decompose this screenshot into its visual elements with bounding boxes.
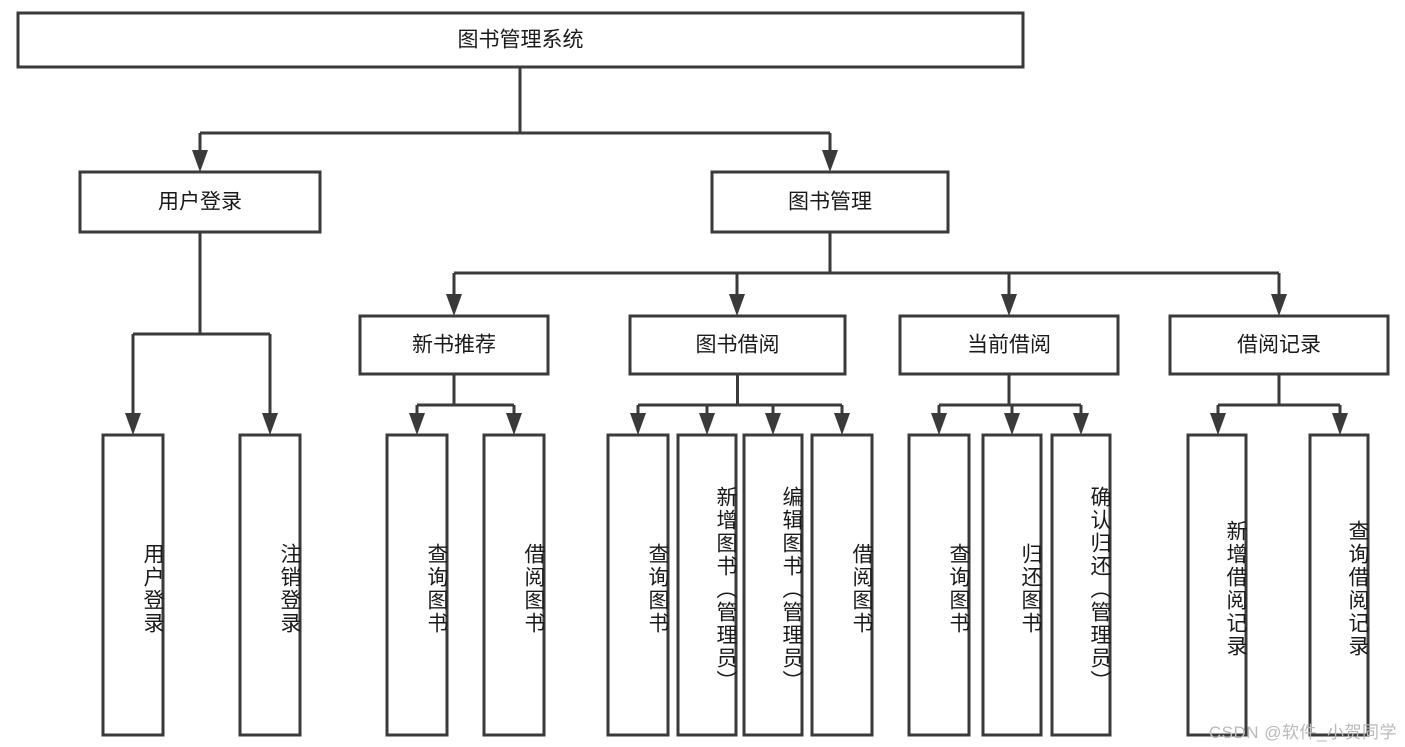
- node-box-borrow-record[interactable]: [1168, 314, 1390, 376]
- node-label-current-borrow: 当前借阅: [967, 334, 1051, 357]
- node-box-leaf-user-login[interactable]: [101, 433, 165, 737]
- edge-new-book-recommend-leaf-0-arrow-icon: [409, 413, 425, 435]
- node-box-leaf-confirm-return-admin[interactable]: [1050, 433, 1112, 737]
- node-box-root[interactable]: [16, 11, 1025, 69]
- edge-borrow-record-leaf-1-arrow-icon: [1332, 413, 1348, 435]
- node-label-new-book-recommend: 新书推荐: [412, 334, 496, 357]
- node-box-leaf-add-borrow-record[interactable]: [1186, 433, 1248, 737]
- edge-book-manage-to-current-borrow-arrow-icon: [1001, 294, 1017, 316]
- node-box-leaf-return-book[interactable]: [981, 433, 1043, 737]
- node-label-root: 图书管理系统: [458, 29, 584, 52]
- node-label-user-login: 用户登录: [158, 191, 242, 214]
- edge-current-borrow-leaf-2-arrow-icon: [1073, 413, 1089, 435]
- node-label-book-manage: 图书管理: [788, 191, 872, 214]
- node-box-current-borrow[interactable]: [898, 314, 1120, 376]
- node-box-leaf-add-book-admin[interactable]: [676, 433, 738, 737]
- node-box-leaf-borrow-book-rec[interactable]: [482, 433, 546, 737]
- edge-book-manage-to-new-book-recommend-arrow-icon: [446, 294, 462, 316]
- edge-book-manage-to-borrow-record-arrow-icon: [1271, 294, 1287, 316]
- edge-new-book-recommend-leaf-1-arrow-icon: [506, 413, 522, 435]
- edge-current-borrow-leaf-0-arrow-icon: [931, 413, 947, 435]
- node-box-leaf-borrow-book-borrow[interactable]: [810, 433, 874, 737]
- node-label-book-borrow: 图书借阅: [696, 334, 780, 357]
- node-box-leaf-query-borrow-record[interactable]: [1308, 433, 1370, 737]
- edge-book-borrow-leaf-1-arrow-icon: [699, 413, 715, 435]
- node-box-leaf-logout-login[interactable]: [238, 433, 302, 737]
- node-box-book-manage[interactable]: [710, 170, 950, 234]
- edge-book-borrow-leaf-2-arrow-icon: [765, 413, 781, 435]
- edge-book-manage-to-book-borrow-arrow-icon: [729, 294, 745, 316]
- node-box-new-book-recommend[interactable]: [358, 314, 550, 376]
- edge-book-borrow-leaf-0-arrow-icon: [630, 413, 646, 435]
- node-box-book-borrow[interactable]: [628, 314, 847, 376]
- node-boxes: [16, 11, 1390, 737]
- edge-root-to-user-login-arrow-icon: [192, 150, 208, 172]
- node-box-leaf-query-book-current[interactable]: [907, 433, 971, 737]
- edge-borrow-record-leaf-0-arrow-icon: [1210, 413, 1226, 435]
- edge-current-borrow-leaf-1-arrow-icon: [1004, 413, 1020, 435]
- edge-user-login-leaf-0-arrow-icon: [125, 413, 141, 435]
- connector-edges: [125, 67, 1348, 435]
- node-box-leaf-query-book-borrow[interactable]: [606, 433, 670, 737]
- csdn-watermark: CSDN @软件_小贺同学: [1208, 723, 1397, 742]
- node-box-leaf-edit-book-admin[interactable]: [742, 433, 804, 737]
- edge-root-to-book-manage-arrow-icon: [822, 150, 838, 172]
- edge-user-login-leaf-1-arrow-icon: [262, 413, 278, 435]
- edge-book-borrow-leaf-3-arrow-icon: [834, 413, 850, 435]
- node-box-leaf-query-book-rec[interactable]: [385, 433, 449, 737]
- node-box-user-login[interactable]: [78, 170, 322, 234]
- node-label-borrow-record: 借阅记录: [1237, 334, 1321, 357]
